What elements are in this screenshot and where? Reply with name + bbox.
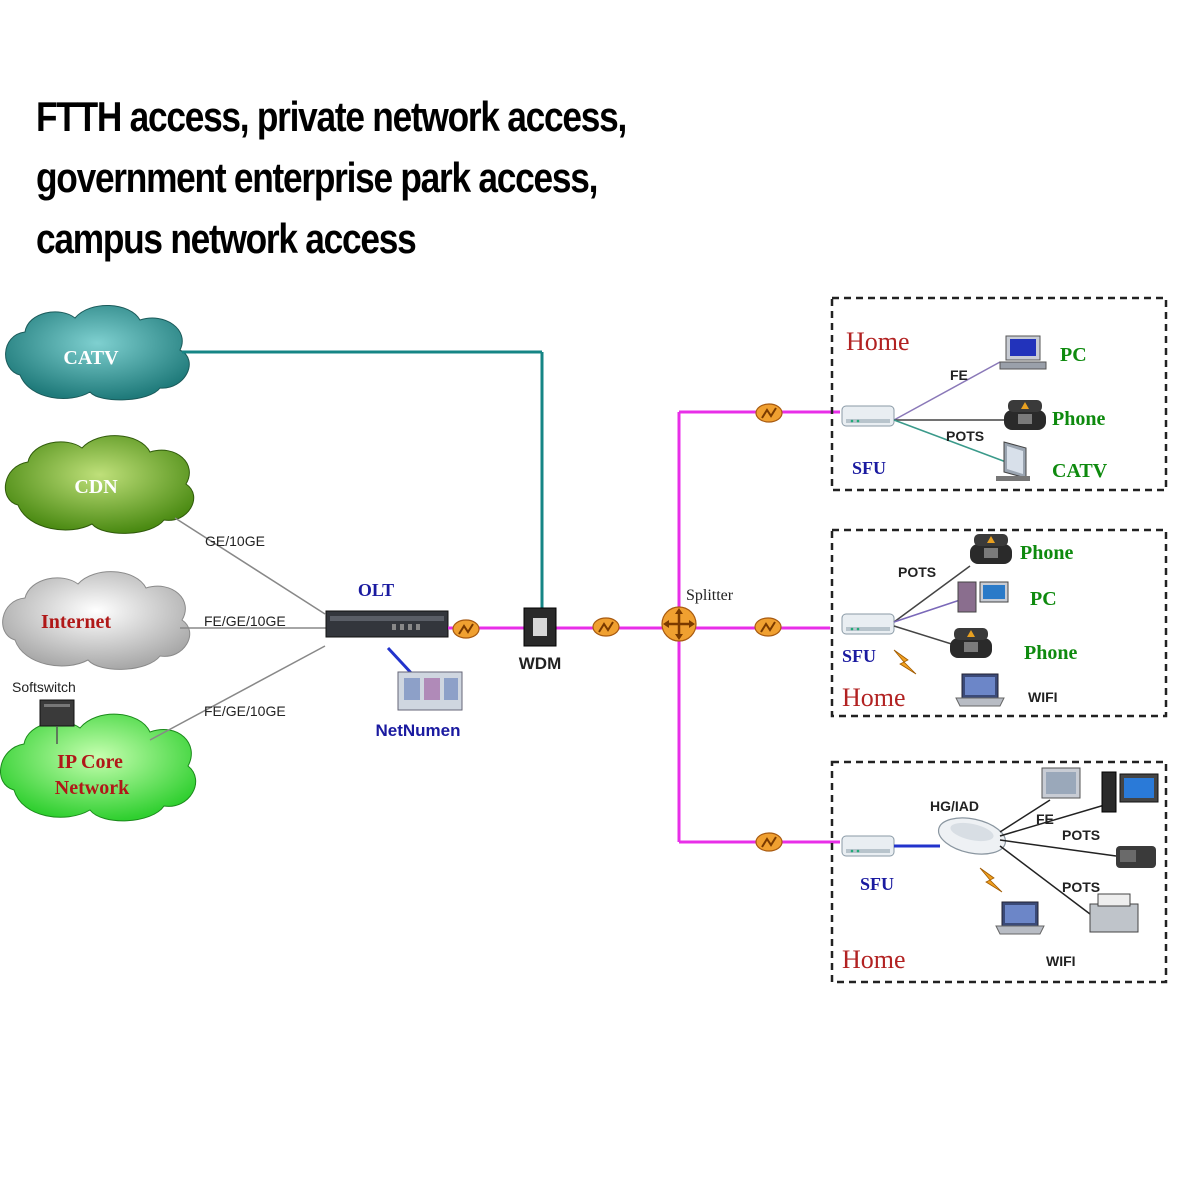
home1-pc-icon [999,335,1047,370]
ipcore-olt-link [149,645,326,741]
fiber-coupler-wdm [592,617,620,637]
home3-hgiad-label: HG/IAD [930,798,979,814]
home3-sfu-device [841,835,895,857]
cdn-olt-link [174,517,326,615]
cdn-olt-link-label: GE/10GE [205,533,265,549]
fiber-coupler-olt [452,619,480,639]
cdn-cloud: CDN [4,435,195,534]
home2-phone2-icon [950,628,992,658]
netnumen-label: NetNumen [375,721,460,740]
home2-pc-line [893,599,961,623]
title-line-1: FTTH access, private network access, [36,93,627,140]
home3-wifi-label: WIFI [1046,953,1076,969]
olt-label: OLT [358,580,394,600]
softswitch-icon [39,699,75,727]
home3-phone-line [999,839,1117,857]
splitter-device [661,606,697,642]
home1-fe-label: FE [950,367,968,383]
wdm-label: WDM [519,654,561,673]
fiber-coupler-home2 [754,617,782,637]
home3-box: SFU HG/IAD FE POTS POTS [830,760,1168,984]
home1-box: Home SFU FE POTS PC Phone CATV [830,296,1168,492]
home1-catv-line [893,419,1007,463]
fiber-coupler-home3 [755,832,783,852]
home2-phone2-label: Phone [1024,642,1077,664]
home1-fe-line [893,361,1001,421]
home1-sfu-label: SFU [852,458,886,478]
catv-cloud-label: CATV [63,347,119,369]
home2-title: Home [842,683,906,712]
cdn-cloud-label: CDN [74,476,118,498]
home3-wireless-icon [979,867,1003,893]
home2-sfu-device [841,613,895,635]
splitter-label: Splitter [686,587,734,604]
home1-sfu-device [841,405,895,427]
home3-hg-iad-device [937,817,1007,855]
home2-phone2-line [893,625,959,647]
catv-cloud: CATV [5,305,190,401]
wdm-device [523,607,557,647]
home3-pots1-label: POTS [1062,827,1100,843]
home1-pc-label: PC [1060,344,1087,366]
home2-phone1-line [893,565,971,623]
home1-catv-label: CATV [1052,460,1108,482]
home3-pc-line [999,803,1109,837]
page-title: FTTH access, private network access, gov… [36,86,627,269]
netnumen-server-icon [397,671,463,711]
ip-core-cloud: IP Core Network [0,713,197,822]
softswitch-label: Softswitch [12,679,76,695]
home2-box: SFU Home POTS Phone PC Phone WIFI [830,528,1168,718]
home3-fe-label: FE [1036,811,1054,827]
internet-olt-link-label: FE/GE/10GE [204,613,286,629]
home1-pots-label: POTS [946,428,984,444]
home3-monitor-line [999,799,1051,833]
home3-title: Home [842,945,906,974]
ip-core-label-line2: Network [55,777,130,799]
home2-pc-label: PC [1030,588,1057,610]
home2-pc-icon [957,581,1009,613]
ipcore-olt-link-label: FE/GE/10GE [204,703,286,719]
home3-sfu-label: SFU [860,874,894,894]
home2-phone1-label: Phone [1020,542,1073,564]
home1-tv-icon [995,441,1031,482]
home2-wireless-icon [893,649,917,675]
home3-laptop-icon [995,901,1045,935]
title-line-3: campus network access [36,215,417,262]
home3-monitor-icon [1041,767,1081,799]
olt-device [325,610,449,638]
home3-pots2-label: POTS [1062,879,1100,895]
fiber-coupler-home1 [755,403,783,423]
home1-title: Home [846,327,910,356]
home2-pots-label: POTS [898,564,936,580]
home1-phone-icon [1004,400,1046,430]
home2-laptop-icon [955,673,1005,707]
home2-sfu-label: SFU [842,646,876,666]
internet-cloud: Internet [2,571,191,670]
home3-pc-icon [1101,771,1159,813]
internet-cloud-label: Internet [41,611,111,633]
netnumen-link [386,646,416,678]
home3-fax-line [999,845,1091,915]
home1-phone-label: Phone [1052,408,1105,430]
ip-core-label-line1: IP Core [57,751,123,773]
home3-fax-icon [1089,893,1139,933]
home2-phone1-icon [970,534,1012,564]
title-line-2: government enterprise park access, [36,154,598,201]
home2-wifi-label: WIFI [1028,689,1058,705]
home3-phone-icon [1116,846,1156,868]
